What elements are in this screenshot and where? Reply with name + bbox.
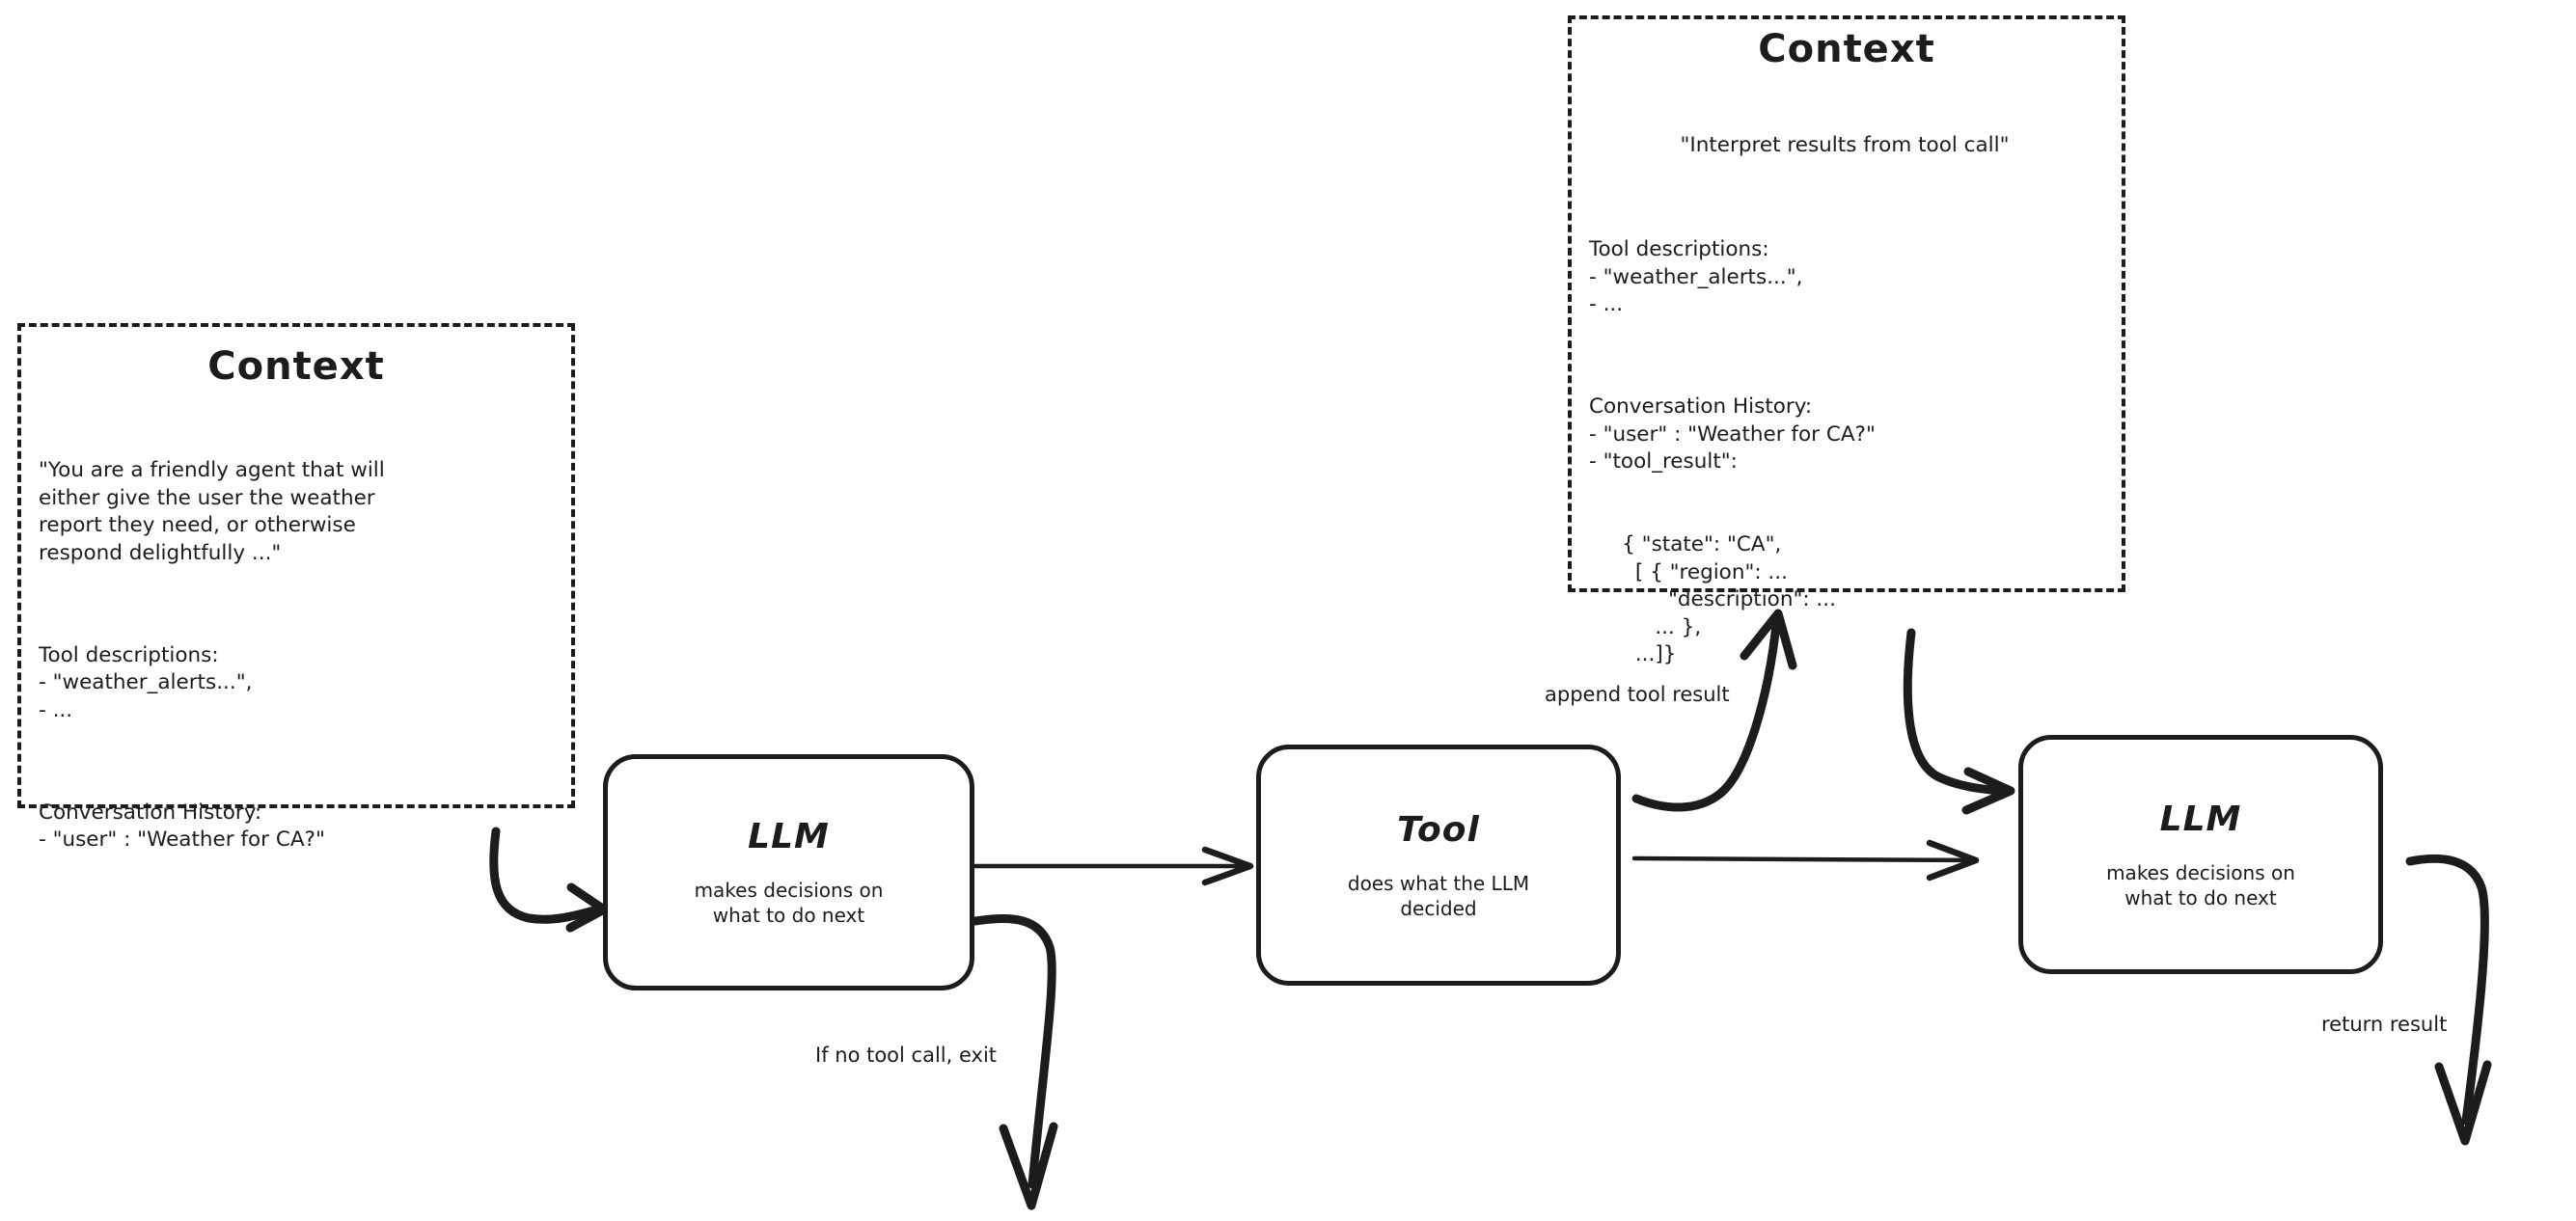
context-left-title: Context xyxy=(207,344,385,389)
context-left-system-prompt: "You are a friendly agent that will eith… xyxy=(39,458,385,565)
edge-label-no-tool-call-exit: If no tool call, exit xyxy=(815,1044,998,1067)
node-llm-1[interactable]: LLM makes decisions on what to do next xyxy=(603,754,974,990)
context-right-tools: Tool descriptions: - "weather_alerts..."… xyxy=(1589,236,1803,317)
context-panel-left: Context "You are a friendly agent that w… xyxy=(17,323,575,852)
node-llm-2-title: LLM xyxy=(2159,799,2242,839)
node-tool-title: Tool xyxy=(1397,809,1480,850)
context-right-system-prompt: "Interpret results from tool call" xyxy=(1680,133,2010,158)
edge-llm2-return xyxy=(2405,854,2492,1146)
node-llm-1-subtitle: makes decisions on what to do next xyxy=(694,879,884,927)
context-right-history: Conversation History: - "user" : "Weathe… xyxy=(1589,393,1876,475)
edge-label-append-tool-result: append tool result xyxy=(1545,683,1730,706)
context-panel-right: Context "Interpret results from tool cal… xyxy=(1568,15,2125,666)
context-right-title: Context xyxy=(1758,27,1935,71)
node-tool-subtitle: does what the LLM decided xyxy=(1347,871,1530,920)
node-llm-1-title: LLM xyxy=(748,817,830,856)
context-left-tools: Tool descriptions: - "weather_alerts..."… xyxy=(39,642,253,722)
context-right-tool-result: { "state": "CA", [ { "region": ... "desc… xyxy=(1622,531,1836,667)
node-llm-2[interactable]: LLM makes decisions on what to do next xyxy=(2018,735,2383,974)
context-left-body: "You are a friendly agent that will eith… xyxy=(21,389,571,909)
edge-tool-to-llm2 xyxy=(1631,839,1980,882)
node-tool[interactable]: Tool does what the LLM decided xyxy=(1256,745,1621,986)
context-right-body: "Interpret results from tool call" Tool … xyxy=(1572,71,2122,724)
edge-label-return-result: return result xyxy=(2321,1013,2448,1036)
edge-llm1-to-tool xyxy=(970,846,1254,886)
node-llm-2-subtitle: makes decisions on what to do next xyxy=(2106,860,2295,909)
context-left-history: Conversation History: - "user" : "Weathe… xyxy=(39,800,325,853)
